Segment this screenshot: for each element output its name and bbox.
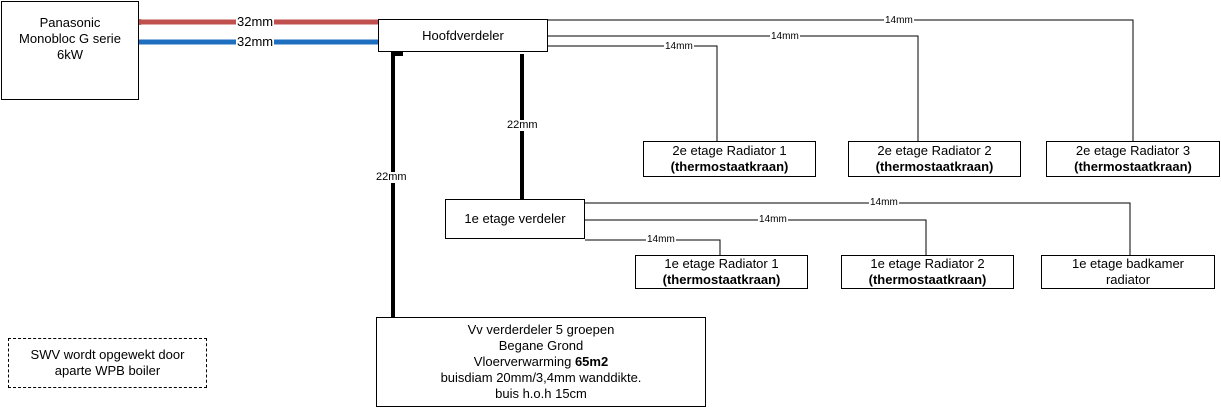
pipe-label-2e-radiator-3: 14mm xyxy=(884,15,914,26)
riser-begane-grond xyxy=(391,52,403,318)
return-pipe-label: 32mm xyxy=(236,34,275,49)
thermostat-label: (thermostaatkraan) xyxy=(670,159,789,174)
riser-1e-etage-label: 22mm xyxy=(506,119,539,131)
branch-1e-radiator-2 xyxy=(585,219,927,255)
vv-line3: Vloerverwarming 65m2 xyxy=(474,354,608,370)
thermostat-label: (thermostaatkraan) xyxy=(662,272,781,287)
thermostat-label: (thermostaatkraan) xyxy=(875,159,994,174)
heatpump-line1: Panasonic xyxy=(39,15,101,30)
swv-note-line2: aparte WPB boiler xyxy=(54,363,161,378)
pipe-label-1e-badkamer: 14mm xyxy=(869,197,899,208)
branch-2e-radiator-3 xyxy=(548,19,1134,141)
vloerverwarming-box: Vv verderdeler 5 groepen Begane Grond Vl… xyxy=(376,317,706,407)
heatpump-line2: Monobloc G serie xyxy=(19,31,121,46)
hoofdverdeler-label: Hoofdverdeler xyxy=(422,27,504,43)
radiator-1e-badkamer-box: 1e etage badkamer radiator xyxy=(1041,255,1215,289)
swv-note-box: SWV wordt opgewekt door aparte WPB boile… xyxy=(8,338,207,388)
vv-line2: Begane Grond xyxy=(498,338,584,353)
supply-pipe-label: 32mm xyxy=(236,14,275,29)
vv-area: 65m2 xyxy=(574,354,609,369)
radiator-2e-1-box: 2e etage Radiator 1 (thermostaatkraan) xyxy=(643,141,816,177)
radiator-label: 2e etage Radiator 1 xyxy=(672,143,787,158)
heatpump-line3: 6kW xyxy=(57,47,83,62)
branch-2e-radiator-1 xyxy=(548,45,718,141)
thermostat-label: (thermostaatkraan) xyxy=(1074,159,1192,174)
radiator-label: 2e etage Radiator 3 xyxy=(1075,143,1191,158)
vv-line3-prefix: Vloerverwarming xyxy=(473,354,575,369)
thermostat-label: (thermostaatkraan) xyxy=(868,272,987,287)
radiator-label: 1e etage Radiator 1 xyxy=(664,256,779,271)
vv-line1: Vv verderdeler 5 groepen xyxy=(467,322,615,337)
pipe-label-1e-radiator-2: 14mm xyxy=(758,214,788,225)
branch-1e-badkamer xyxy=(585,202,1131,255)
radiator-2e-2-box: 2e etage Radiator 2 (thermostaatkraan) xyxy=(848,141,1021,177)
radiator-1e-1-box: 1e etage Radiator 1 (thermostaatkraan) xyxy=(635,255,808,289)
pipe-label-2e-radiator-2: 14mm xyxy=(770,31,800,42)
heatpump-box: Panasonic Monobloc G serie 6kW xyxy=(1,1,139,100)
radiator-label: 2e etage Radiator 2 xyxy=(877,143,992,158)
vv-line5: buis h.o.h 15cm xyxy=(495,386,587,401)
swv-note-line1: SWV wordt opgewekt door xyxy=(30,347,185,362)
radiator-label: 1e etage badkamer xyxy=(1071,256,1185,271)
radiator-1e-2-box: 1e etage Radiator 2 (thermostaatkraan) xyxy=(841,255,1014,289)
branch-2e-radiator-2 xyxy=(548,35,919,141)
radiator-2e-3-box: 2e etage Radiator 3 (thermostaatkraan) xyxy=(1046,141,1220,177)
verdeler-1e-etage-label: 1e etage verdeler xyxy=(464,211,566,226)
pipe-label-2e-radiator-1: 14mm xyxy=(664,41,694,52)
branch-1e-radiator-1 xyxy=(585,239,721,255)
pipe-label-1e-radiator-1: 14mm xyxy=(646,234,676,245)
verdeler-1e-etage-box: 1e etage verdeler xyxy=(445,199,585,239)
radiator-sublabel: radiator xyxy=(1105,272,1151,287)
vv-line4: buisdiam 20mm/3,4mm wanddikte. xyxy=(440,370,642,385)
riser-begane-grond-label: 22mm xyxy=(375,171,408,183)
radiator-label: 1e etage Radiator 2 xyxy=(870,256,985,271)
hoofdverdeler-box: Hoofdverdeler xyxy=(378,19,548,52)
